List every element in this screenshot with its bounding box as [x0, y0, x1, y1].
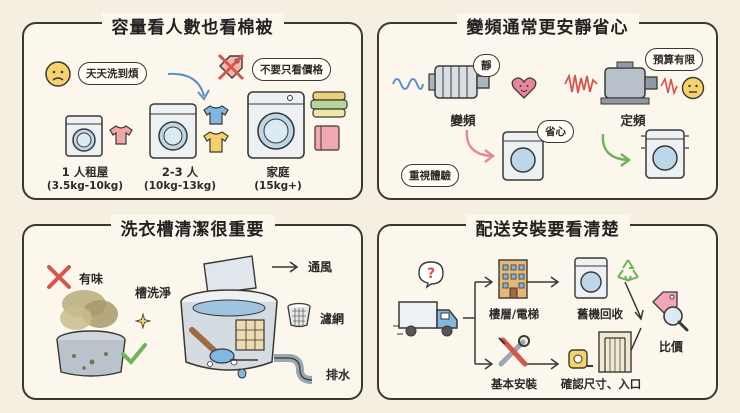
towel-stack-icon	[310, 91, 348, 151]
capacity-range: (15kg+)	[254, 180, 302, 192]
panel-cleaning: 洗衣槽清潔很重要 有味 槽洗淨 通風 濾網	[22, 215, 363, 400]
green-check-icon	[121, 343, 147, 365]
neutral-face-icon	[681, 76, 705, 100]
bubble-quiet: 靜	[473, 54, 500, 77]
old-washer-icon	[574, 257, 608, 299]
filter-basket-icon	[287, 302, 311, 328]
label-floor: 樓層/電梯	[488, 307, 540, 321]
sad-face-icon	[45, 61, 71, 87]
soft-wave-icon	[392, 78, 424, 90]
svg-text:?: ?	[427, 266, 435, 282]
medium-washer-icon	[149, 103, 197, 159]
label-family: 家庭 (15kg+)	[238, 164, 318, 192]
doorway-icon	[598, 331, 632, 373]
tape-measure-icon	[568, 349, 593, 369]
vent-arrow-icon	[272, 261, 299, 273]
label-single: 1 人租屋 (3.5kg-10kg)	[42, 164, 128, 192]
panel-inverter: 變頻通常更安靜省心 靜 變頻 重視體驗 省心 預算有限	[377, 13, 718, 200]
capacity-label: 2-3 人	[161, 165, 199, 179]
bubble-save: 省心	[537, 120, 574, 143]
bubble-experience: 重視體驗	[401, 164, 459, 187]
fixed-jagged-icon	[660, 76, 678, 96]
label-install: 基本安裝	[491, 377, 537, 391]
green-arrow-icon	[601, 133, 631, 167]
pink-arrow-icon	[465, 129, 495, 163]
price-tag-crossed-icon	[217, 53, 245, 81]
small-washer-icon	[65, 115, 103, 157]
label-filter: 濾網	[319, 312, 344, 326]
label-recycle: 舊機回收	[577, 307, 623, 321]
panel-delivery: 配送安裝要看清楚 ? 樓層/電梯 舊機回收	[377, 215, 718, 400]
label-couple: 2-3 人 (10kg-13kg)	[132, 164, 228, 192]
label-inverter: 變頻	[450, 113, 476, 128]
capacity-label: 家庭	[266, 165, 290, 179]
large-washer-icon	[247, 91, 305, 159]
label-measure: 確認尺寸、入口	[560, 377, 642, 391]
label-tub-clean: 槽洗淨	[134, 286, 171, 300]
capacity-label: 1 人租屋	[61, 165, 109, 179]
delivery-truck-icon	[393, 301, 458, 337]
label-smell: 有味	[78, 272, 103, 286]
panel-capacity: 容量看人數也看棉被 天天洗到煩 不要只看價格	[22, 13, 363, 200]
panel-title-cleaning: 洗衣槽清潔很重要	[110, 215, 275, 240]
bubble-not-price: 不要只看價格	[252, 58, 331, 81]
label-fixed: 定頻	[620, 113, 646, 128]
question-bubble-icon: ?	[418, 261, 444, 289]
bubble-budget: 預算有限	[645, 48, 703, 71]
jagged-wave-icon	[564, 73, 598, 94]
clean-tub-icon	[180, 255, 278, 371]
label-drain: 排水	[325, 368, 350, 382]
tools-icon	[498, 335, 530, 367]
label-vent: 通風	[307, 260, 332, 274]
bubble-tired: 天天洗到煩	[78, 62, 147, 85]
recycle-icon	[617, 259, 639, 282]
panel-title-capacity: 容量看人數也看棉被	[101, 13, 284, 38]
capacity-range: (3.5kg-10kg)	[46, 180, 124, 192]
drain-pipe-icon	[230, 354, 313, 384]
sparkle-icon	[134, 312, 152, 330]
inverter-washer-icon	[502, 131, 544, 181]
red-x-icon	[47, 265, 71, 289]
flow-lines-icon	[463, 276, 644, 370]
building-icon	[498, 259, 528, 299]
capacity-range: (10kg-13kg)	[143, 180, 217, 192]
inverter-motor-icon	[428, 65, 490, 99]
curved-arrow-icon	[167, 72, 210, 101]
fixed-washer-icon	[641, 129, 689, 179]
tshirt-icon	[109, 125, 133, 145]
panel-title-inverter: 變頻通常更安靜省心	[456, 13, 639, 38]
price-tag-search-icon	[652, 291, 689, 332]
panel-title-delivery: 配送安裝要看清楚	[465, 215, 630, 240]
label-compare: 比價	[658, 340, 683, 354]
fixed-motor-icon	[600, 61, 658, 105]
tshirts-icon	[203, 105, 229, 153]
heart-icon	[511, 77, 537, 99]
dirty-tub-icon	[56, 290, 126, 377]
